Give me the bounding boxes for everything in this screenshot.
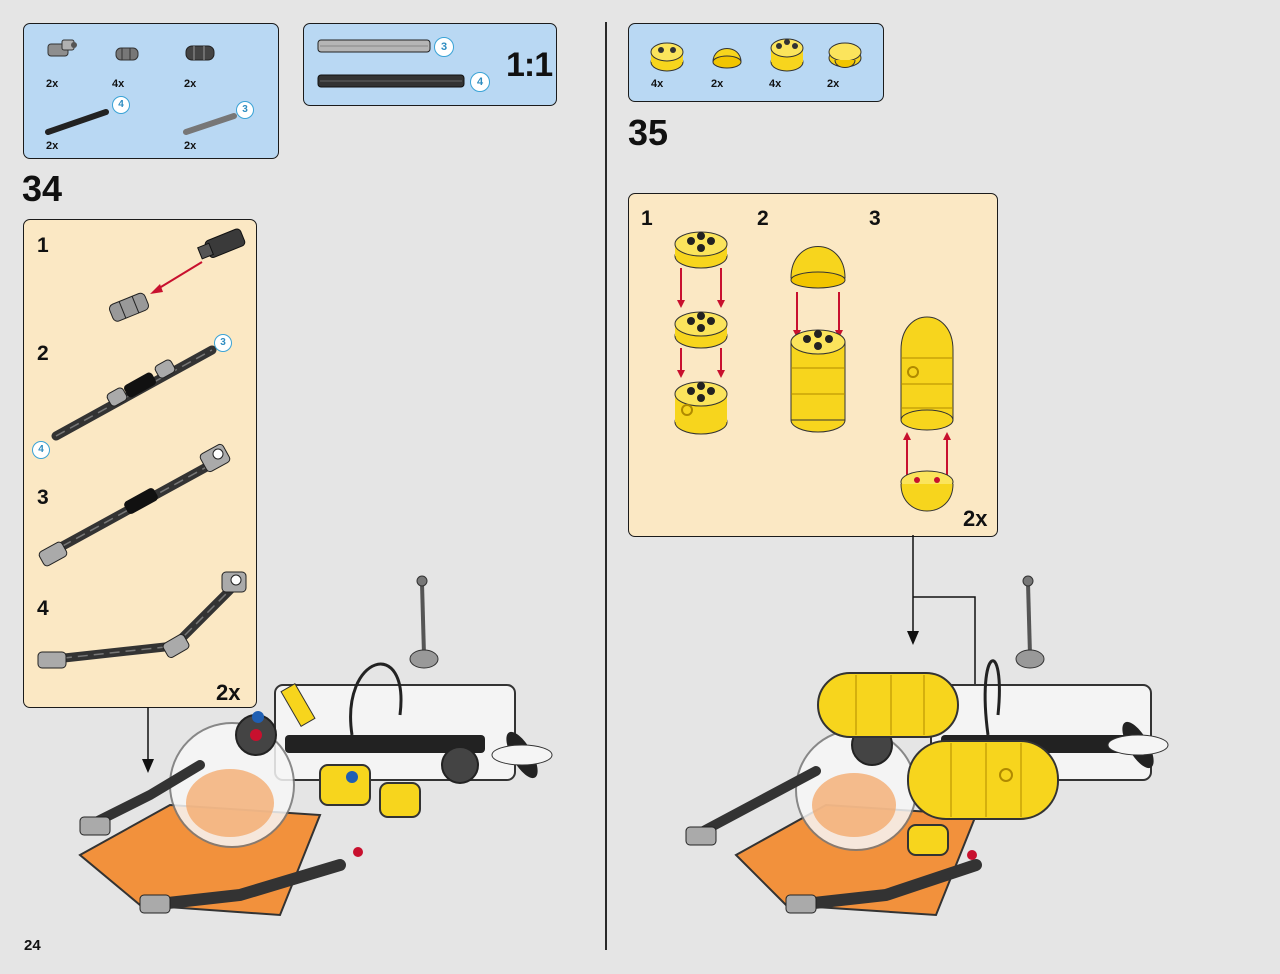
substep3-illustration: [900, 316, 954, 512]
pin-connector-icon: [115, 47, 139, 61]
part-qty: 4x: [651, 78, 664, 90]
substep1-illustration: [109, 228, 246, 322]
assembly-arrow: [142, 707, 154, 773]
part-qty: 2x: [46, 140, 59, 152]
round-brick-icon: [650, 42, 684, 72]
substep-number: 3: [869, 207, 881, 230]
multiplier-label: 2x: [963, 506, 988, 531]
part-qty: 2x: [184, 140, 197, 152]
part-qty: 4x: [112, 78, 125, 90]
axle-icon: [45, 109, 109, 135]
substep3-illustration: [38, 443, 231, 567]
step-number: 35: [628, 112, 669, 153]
axle-length-badge: 3: [236, 101, 254, 119]
substep1-illustration: [674, 231, 728, 435]
substep-number: 2: [37, 342, 49, 365]
parts-list-step35: 4x 2x 4x 2x: [628, 23, 884, 102]
axle-scale-3: [317, 39, 431, 53]
parts-list-step34: 2x 4x 2x 4 2x 3 2x: [23, 23, 279, 159]
substep2-illustration: [51, 345, 217, 441]
round-plate-icon: [828, 42, 862, 68]
bushing-icon: [185, 45, 215, 61]
scale-reference-box: 3 4 1:1: [303, 23, 557, 106]
substep2-illustration: [790, 246, 846, 433]
part-qty: 2x: [827, 78, 840, 90]
sub-assembly-callout-step35: 1 2 3 2x: [628, 193, 998, 537]
model-illustration-step34: [78, 575, 553, 917]
axle-connector-icon: [47, 39, 77, 57]
part-qty: 4x: [769, 78, 782, 90]
part-qty: 2x: [711, 78, 724, 90]
sub-assembly-callout-step34: 1 2 3 4 2x 3 4: [23, 219, 257, 708]
page-divider: [605, 22, 607, 950]
axle-icon: [183, 113, 237, 135]
substep-number: 1: [641, 207, 653, 230]
axle-length-badge: 4: [112, 96, 130, 114]
page-number: 24: [24, 937, 41, 954]
model-illustration-step35: [685, 575, 1169, 917]
part-qty: 2x: [184, 78, 197, 90]
substep-number: 2: [757, 207, 769, 230]
step-number: 34: [22, 168, 63, 209]
axle-length-badge: 4: [32, 441, 50, 459]
axle-scale-4: [317, 74, 465, 88]
axle-length-badge: 3: [434, 37, 454, 57]
substep4-illustration: [37, 571, 247, 669]
axle-length-badge: 4: [470, 72, 490, 92]
substep-number: 1: [37, 234, 49, 257]
dome-icon: [712, 48, 742, 69]
multiplier-label: 2x: [216, 680, 241, 705]
round-brick-icon: [770, 38, 804, 72]
substep-number: 3: [37, 486, 49, 509]
axle-length-badge: 3: [214, 334, 232, 352]
scale-label: 1:1: [506, 46, 553, 84]
substep-number: 4: [37, 597, 49, 620]
part-qty: 2x: [46, 78, 59, 90]
